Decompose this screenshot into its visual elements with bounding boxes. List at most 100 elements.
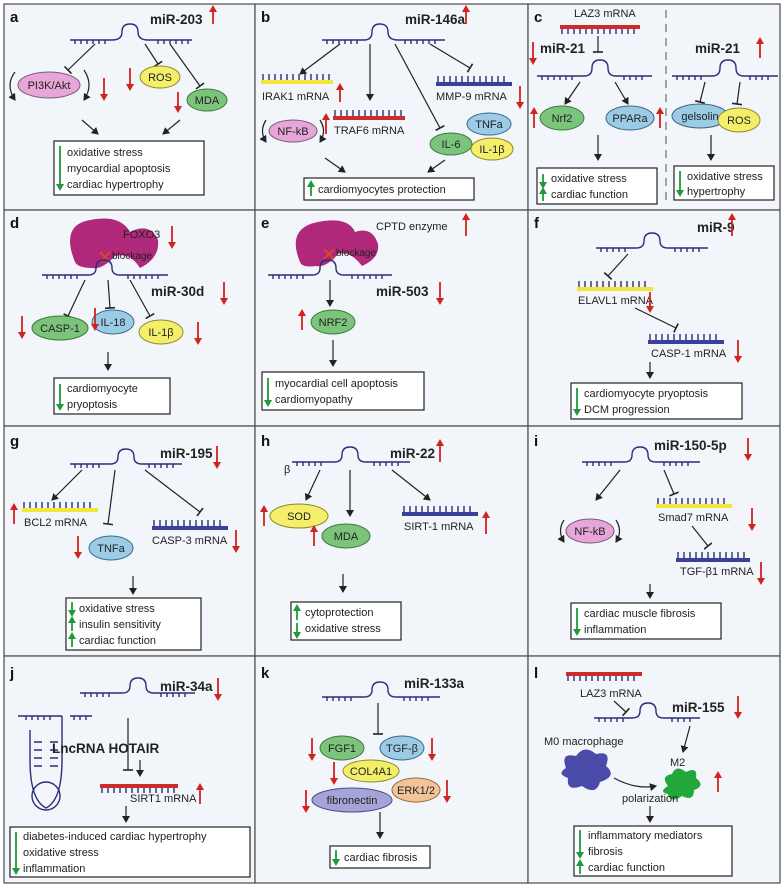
panel-e-blockage-mark <box>323 248 335 260</box>
panel-c-outcome-box-left <box>536 167 658 205</box>
panel-d-il1b-label: IL-1β <box>148 327 173 339</box>
panel-c-ppara-node <box>605 105 655 131</box>
panel-l-m2-label: M2 <box>670 757 685 769</box>
panel-h-outcome-1: cytoprotection <box>305 607 373 619</box>
panel-k-col4a1-node <box>342 759 400 783</box>
panel-c-arrow-ppara <box>614 81 629 105</box>
panel-h-arrow-sod <box>304 469 321 501</box>
panel-e-tag: e <box>261 215 269 232</box>
panel-c-ros-label: ROS <box>727 115 751 127</box>
panel-c-mirna2-icon <box>672 59 778 80</box>
panel-a-pi3k-label: PI3K/Akt <box>28 80 71 92</box>
panel-k-fgf1-label: FGF1 <box>328 743 356 755</box>
panel-e-cptd-label: CPTD enzyme <box>376 221 448 233</box>
panel-k-mirna-label: miR-133a <box>404 676 465 691</box>
panel-f-casp1-label: CASP-1 mRNA <box>651 348 727 360</box>
panel-h-sod-label: SOD <box>287 511 311 523</box>
panel-d-inhibit-casp1 <box>63 279 86 319</box>
panel-b-il6-label: IL-6 <box>442 139 461 151</box>
panel-k-erk-label: ERK1/2 <box>397 785 435 797</box>
panel-a-mirna-icon <box>70 23 192 44</box>
panel-k-col4a1-label: COL4A1 <box>350 766 392 778</box>
panel-d-blockage-label: blockage <box>112 251 152 262</box>
panel-k-outcome-1: cardiac fibrosis <box>344 852 418 864</box>
panel-l-outcome-3: cardiac function <box>588 862 665 874</box>
panel-c-mirna2-label: miR-21 <box>695 41 741 56</box>
panel-f-outcome-box <box>570 382 743 420</box>
panel-g-bcl2-mrna-strand <box>22 502 98 512</box>
panel-d-foxo3-label: FOXO3 <box>123 229 160 241</box>
panel-h-tag: h <box>261 433 270 450</box>
panel-f-outcome-2: DCM progression <box>584 404 670 416</box>
panel-a-ros-label: ROS <box>148 72 172 84</box>
panel-i-tgfb1-mrna-strand <box>676 552 750 562</box>
panel-h-arrow-sirt1 <box>391 469 431 501</box>
panel-g-mirna-icon <box>70 448 182 468</box>
panel-b-tag: b <box>261 9 270 26</box>
panel-i-nfkb-cycle-left <box>557 519 565 543</box>
panel-i-inhibit-tgfb1 <box>691 525 713 550</box>
panel-a-outcome-3: cardiac hypertrophy <box>67 179 164 191</box>
panel-b-nfkb-label: NF-kB <box>277 126 308 138</box>
panel-b-il1b-node <box>470 137 514 161</box>
panel-b-il6-node <box>429 132 473 156</box>
panel-a-arrow-to-outcome-2 <box>162 119 181 135</box>
panel-e-outcome-2: cardiomyopathy <box>275 394 353 406</box>
panel-c-inhibit-gelsolin <box>694 81 706 104</box>
panel-f-inhibit-elavl1 <box>603 253 629 280</box>
panel-f-elavl1-label: ELAVL1 mRNA <box>578 295 654 307</box>
panel-e-nrf2-label: NRF2 <box>319 317 348 329</box>
panel-j-sirt1-mrna-strand <box>100 784 178 793</box>
panel-b-il1b-label: IL-1β <box>479 144 504 156</box>
panel-b-arrow-to-outcome-1 <box>324 157 346 173</box>
panel-j-mirna-label: miR-34a <box>160 679 213 694</box>
panel-j-lncrna-hairpin-icon <box>18 715 92 811</box>
panel-c-tag: c <box>534 9 542 26</box>
panel-c-outcome-left-1: oxidative stress <box>551 173 627 185</box>
panel-g-outcome-2: insulin sensitivity <box>79 619 161 631</box>
panel-l-outcome-2: fibrosis <box>588 846 623 858</box>
panel-b-outcome-box <box>303 177 475 201</box>
panel-c-outcome-box-right <box>673 165 775 201</box>
panel-g-bcl2-label: BCL2 mRNA <box>24 517 88 529</box>
panel-c-outcome-right-1: oxidative stress <box>687 171 763 183</box>
panel-a-outcome-1: oxidative stress <box>67 147 143 159</box>
panel-k-fibronectin-label: fibronectin <box>327 795 378 807</box>
panel-i-arrow-nfkb <box>595 469 621 501</box>
panel-b-traf6-label: TRAF6 mRNA <box>334 125 405 137</box>
panel-h-mirna-icon <box>292 446 410 466</box>
panel-c-nrf2-label: Nrf2 <box>552 113 573 125</box>
panel-i-smad7-label: Smad7 mRNA <box>658 512 729 524</box>
panel-a-ros-node <box>139 65 181 89</box>
panel-g-casp3-mrna-strand <box>152 520 228 530</box>
panel-b-mmp9-label: MMP-9 mRNA <box>436 91 508 103</box>
panel-l-polarization-label: polarization <box>622 793 678 805</box>
panel-i-smad7-mrna-strand <box>656 498 732 508</box>
panel-k-tgfb-label: TGF-β <box>386 743 418 755</box>
panel-g-outcome-1: oxidative stress <box>79 603 155 615</box>
panel-k-fgf1-node <box>319 735 365 761</box>
panel-d-casp1-label: CASP-1 <box>40 323 80 335</box>
panel-d-enzyme-shape <box>70 218 159 269</box>
panel-b-irak1-label: IRAK1 mRNA <box>262 91 330 103</box>
panel-b-mirna-icon <box>322 23 445 44</box>
panel-b-arrow-irak1 <box>299 43 341 75</box>
panel-j-outcome-1: diabetes-induced cardiac hypertrophy <box>23 831 207 843</box>
panel-i-outcome-2: inflammation <box>584 624 646 636</box>
panel-a-outcome-2: myocardial apoptosis <box>67 163 171 175</box>
panel-k-mirna-icon <box>322 681 440 701</box>
panel-f-casp1-mrna-strand <box>648 334 724 344</box>
panel-e-nrf2-node <box>310 309 356 335</box>
panel-l-laz3-label: LAZ3 mRNA <box>580 688 642 700</box>
panel-g-tnfa-node <box>88 535 134 561</box>
panel-l-outcome-box <box>573 825 733 877</box>
panel-h-beta-label: β <box>284 464 290 476</box>
panel-l-laz3-inhibit <box>613 700 630 717</box>
panel-g-tnfa-label: TNFa <box>97 543 125 555</box>
panel-b-tnfa-label: TNFa <box>475 119 503 131</box>
panel-b-tnfa-node <box>466 112 512 136</box>
panel-k-tag: k <box>261 665 270 682</box>
panel-b-inhibit-mmp9 <box>429 43 474 73</box>
